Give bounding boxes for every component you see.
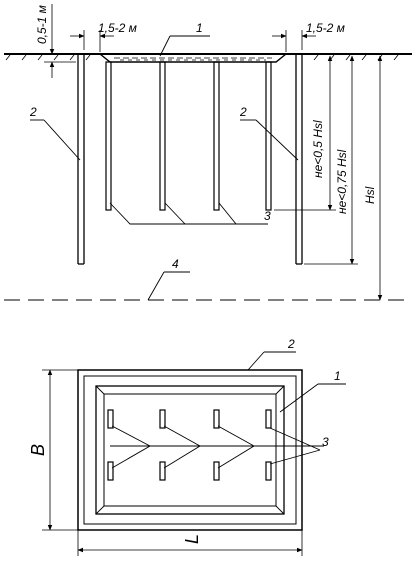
svg-text:L: L [182, 534, 202, 544]
depth-dimension-outer: Hsl [363, 55, 383, 301]
leader-1-plan [279, 383, 319, 413]
label-2-left: 2 [29, 105, 37, 119]
offset-dimension-right: 1,5-2 м [272, 21, 345, 52]
width-dimension: B [28, 369, 78, 531]
svg-text:не<0,75 Hsl: не<0,75 Hsl [335, 149, 349, 214]
label-1-section: 1 [196, 21, 203, 35]
leader-2-right [255, 119, 299, 161]
plan-wellpoints [107, 409, 272, 481]
svg-text:не<0,5 Hsl: не<0,5 Hsl [311, 120, 325, 178]
outer-wellpoint-right [295, 54, 303, 265]
leader-2-left [43, 119, 81, 161]
outer-wellpoint-left [77, 54, 85, 265]
label-3-section: 3 [264, 209, 271, 223]
depth-dimension: 0,5-1 м [35, 4, 76, 78]
offset-dimension-left: 1,5-2 м [70, 21, 137, 52]
svg-text:0,5-1 м: 0,5-1 м [35, 5, 49, 44]
svg-text:B: B [28, 444, 48, 456]
leader-3-plan [111, 425, 321, 469]
svg-text:1,5-2 м: 1,5-2 м [98, 21, 137, 35]
leader-2-plan [247, 351, 265, 371]
leader-1-section [159, 35, 171, 57]
label-3-plan: 3 [322, 435, 329, 449]
depth-dimension-middle: не<0,75 Hsl [304, 55, 358, 265]
depth-dimension-inner: не<0,5 Hsl [274, 55, 336, 211]
inner-frame [95, 385, 285, 515]
shallow-pit [99, 53, 287, 63]
outer-frame [77, 369, 303, 531]
ground-hatch [5, 54, 399, 61]
inner-wellpoints [105, 61, 272, 211]
label-4: 4 [172, 257, 179, 271]
leader-4 [147, 271, 165, 301]
length-dimension: L [77, 530, 303, 556]
plan-view: 3 1 2 B L [28, 337, 346, 556]
leader-3-section [109, 202, 268, 225]
section-view: 3 4 1 2 2 1,5-2 м 1,5-2 м [4, 4, 412, 301]
label-2-right: 2 [239, 105, 247, 119]
label-2-plan: 2 [287, 337, 295, 351]
svg-text:Hsl: Hsl [363, 186, 377, 204]
label-1-plan: 1 [334, 369, 341, 383]
svg-text:1,5-2 м: 1,5-2 м [306, 21, 345, 35]
